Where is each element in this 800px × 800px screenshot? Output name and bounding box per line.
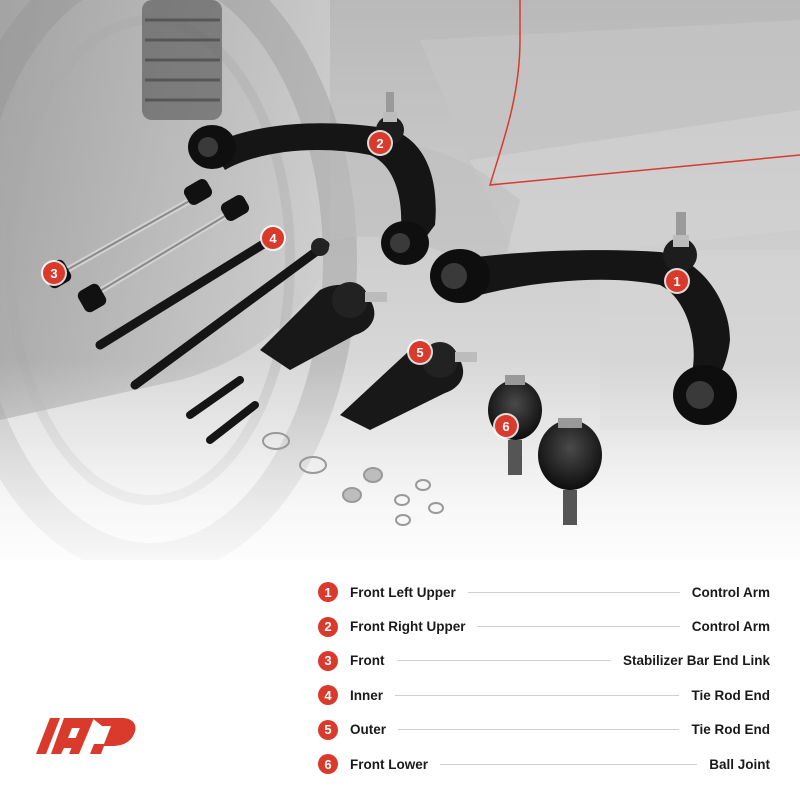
legend-row: 1 Front Left Upper Control Arm [318, 575, 770, 609]
legend-leader-line [467, 591, 680, 593]
callout-badge-4: 4 [262, 227, 284, 249]
legend-row: 5 Outer Tie Rod End [318, 713, 770, 747]
legend-number: 1 [318, 582, 338, 603]
legend-row: 6 Front Lower Ball Joint [318, 747, 770, 781]
legend-leader-line [395, 694, 680, 696]
legend-number: 4 [318, 685, 338, 706]
legend-part: Tie Rod End [691, 687, 770, 703]
legend-number: 5 [318, 719, 338, 740]
callout-badge-3: 3 [43, 262, 65, 284]
legend-position: Inner [350, 687, 384, 703]
brand-logo-icon [36, 718, 136, 754]
stabilizer-links [42, 179, 250, 313]
legend-leader-line [396, 660, 611, 662]
legend-row: 3 Front Stabilizer Bar End Link [318, 644, 770, 678]
legend-part: Control Arm [691, 619, 770, 635]
outer-tie-rods [260, 282, 477, 430]
parts-legend: 1 Front Left Upper Control Arm 2 Front R… [318, 575, 770, 781]
legend-position: Front [350, 653, 385, 669]
legend-number: 6 [318, 754, 338, 775]
legend-position: Front Right Upper [350, 619, 466, 635]
legend-leader-line [440, 763, 698, 765]
legend-row: 2 Front Right Upper Control Arm [318, 609, 770, 643]
legend-position: Outer [350, 722, 387, 738]
hardware [186, 376, 444, 526]
callout-badge-1: 1 [666, 270, 688, 292]
callout-badge-2: 2 [369, 132, 391, 154]
legend-number: 3 [318, 650, 338, 671]
legend-leader-line [398, 729, 680, 731]
legend-row: 4 Inner Tie Rod End [318, 678, 770, 712]
legend-position: Front Lower [350, 756, 428, 772]
inner-tie-rods [95, 231, 330, 390]
legend-position: Front Left Upper [350, 584, 456, 600]
legend-part: Ball Joint [709, 756, 770, 772]
callout-badge-6: 6 [495, 415, 517, 437]
legend-part: Stabilizer Bar End Link [622, 653, 770, 669]
legend-leader-line [477, 626, 680, 628]
legend-number: 2 [318, 616, 338, 637]
control-arm-left [430, 212, 737, 425]
legend-part: Control Arm [691, 584, 770, 600]
callout-badge-5: 5 [409, 341, 431, 363]
legend-part: Tie Rod End [691, 722, 770, 738]
